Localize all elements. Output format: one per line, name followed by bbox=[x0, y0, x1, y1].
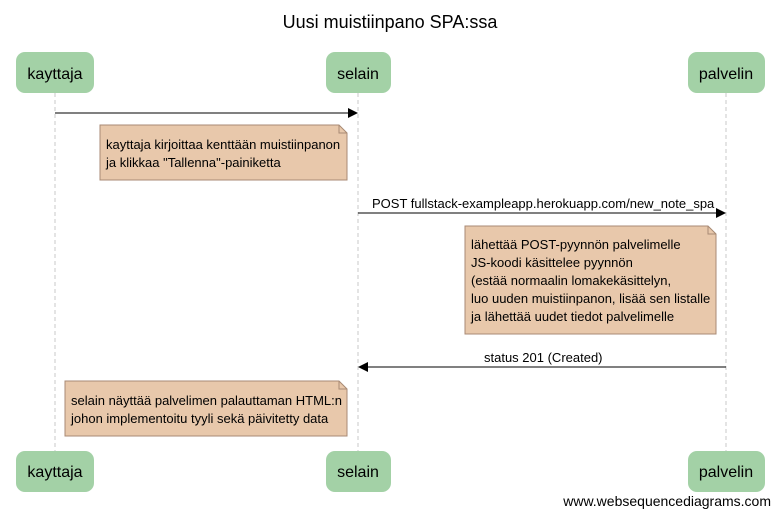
note-2: lähettää POST-pyynnön palvelimelle JS-ko… bbox=[464, 225, 717, 335]
watermark: www.websequencediagrams.com bbox=[562, 493, 771, 509]
actor-label: palvelin bbox=[699, 66, 753, 83]
note-line: JS-koodi käsittelee pyynnön bbox=[471, 255, 633, 270]
actor-selain-bottom: selain bbox=[326, 451, 391, 492]
message-label-2: POST fullstack-exampleapp.herokuapp.com/… bbox=[372, 196, 715, 211]
note-line: johon implementoitu tyyli sekä päivitett… bbox=[70, 411, 329, 426]
actor-kayttaja-bottom: kayttaja bbox=[16, 451, 94, 492]
actor-palvelin-top: palvelin bbox=[688, 52, 765, 93]
actor-kayttaja-top: kayttaja bbox=[16, 52, 94, 93]
note-line: selain näyttää palvelimen palauttaman HT… bbox=[71, 393, 342, 408]
actor-label: selain bbox=[337, 66, 379, 83]
actor-label: kayttaja bbox=[27, 464, 82, 481]
diagram-title: Uusi muistiinpano SPA:ssa bbox=[283, 12, 499, 32]
note-1: kayttaja kirjoittaa kenttään muistiinpan… bbox=[99, 124, 348, 181]
actor-palvelin-bottom: palvelin bbox=[688, 451, 765, 492]
actor-label: kayttaja bbox=[27, 66, 82, 83]
note-line: (estää normaalin lomakekäsittelyn, bbox=[471, 273, 671, 288]
message-label-3: status 201 (Created) bbox=[484, 350, 603, 365]
actor-label: palvelin bbox=[699, 464, 753, 481]
note-3: selain näyttää palvelimen palauttaman HT… bbox=[64, 380, 348, 437]
note-line: kayttaja kirjoittaa kenttään muistiinpan… bbox=[106, 137, 340, 152]
note-line: ja lähettää uudet tiedot palvelimelle bbox=[470, 309, 674, 324]
note-line: luo uuden muistiinpanon, lisää sen lista… bbox=[471, 291, 710, 306]
actor-selain-top: selain bbox=[326, 52, 391, 93]
note-line: lähettää POST-pyynnön palvelimelle bbox=[471, 237, 681, 252]
note-line: ja klikkaa "Tallenna"-painiketta bbox=[105, 155, 281, 170]
actor-label: selain bbox=[337, 464, 379, 481]
